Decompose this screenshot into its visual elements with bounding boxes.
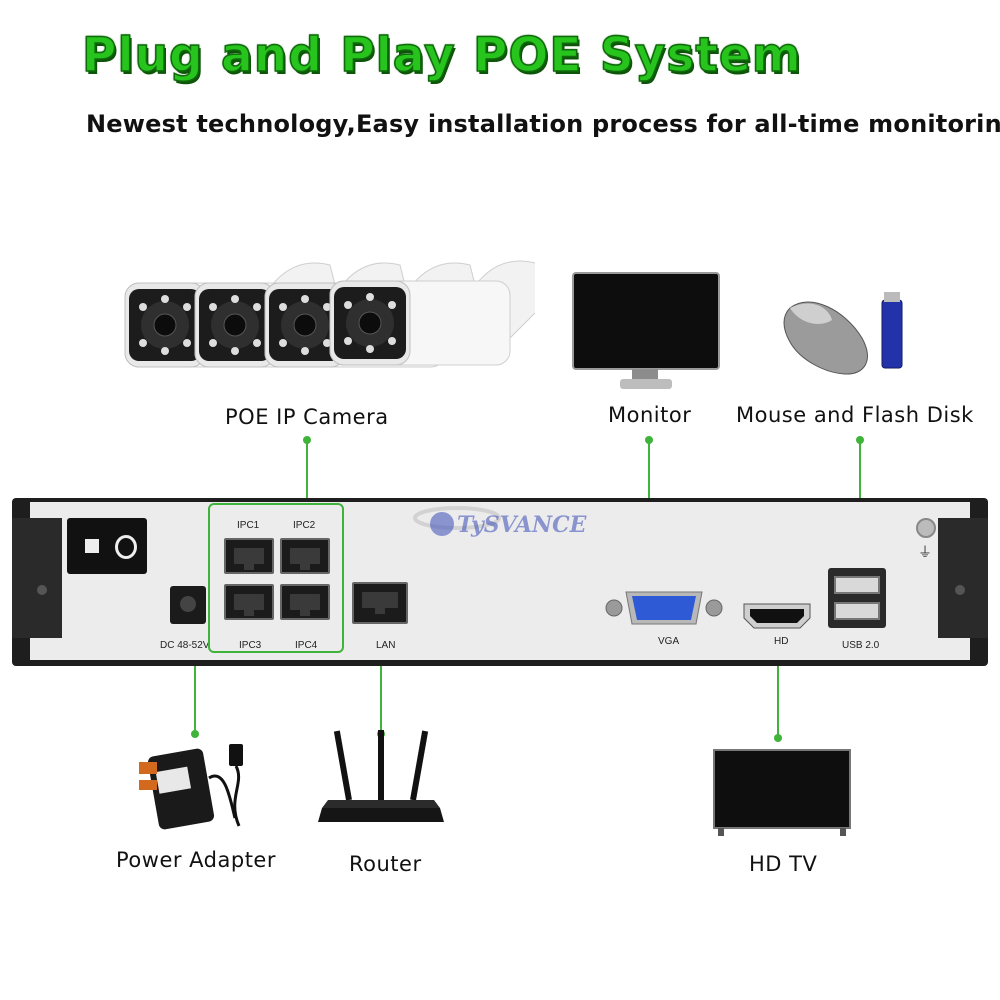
router-label: Router: [349, 852, 422, 876]
power-adapter-label: Power Adapter: [116, 848, 276, 872]
power-connector-dot: [191, 730, 199, 738]
dc-port-label: DC 48-52V: [160, 640, 210, 651]
hdtv-connector-dot: [774, 734, 782, 742]
mouse-disk-connector-line: [859, 440, 861, 500]
monitor-label: Monitor: [608, 403, 692, 427]
hdtv-label: HD TV: [749, 852, 818, 876]
page-subtitle: Newest technology,Easy installation proc…: [86, 110, 1000, 138]
camera-label: POE IP Camera: [225, 405, 389, 429]
poe-ip-cameras-image: [124, 260, 535, 368]
ground-icon: ⏚: [918, 545, 932, 561]
poe-ports-highlight: [208, 503, 344, 653]
power-adapter-icon: [139, 744, 243, 830]
mouse-disk-connector-dot: [856, 436, 864, 444]
ipc1-label: IPC1: [237, 520, 260, 531]
hdtv-connector-line: [777, 666, 779, 738]
lan-port-label: LAN: [376, 640, 396, 651]
ipc3-label: IPC3: [239, 640, 262, 651]
power-connector-line: [194, 666, 196, 734]
page-title: Plug and Play POE System: [81, 27, 802, 84]
brand-watermark-text: TySVANCE: [457, 512, 588, 538]
switch-on-mark: [85, 539, 99, 553]
vga-port-label: VGA: [658, 636, 680, 647]
switch-off-mark: [115, 535, 137, 559]
brand-watermark-logo: TySVANCE: [413, 506, 588, 538]
power-switch[interactable]: [67, 518, 147, 574]
monitor-connector-line: [648, 440, 650, 500]
vga-port[interactable]: [604, 586, 724, 630]
camera-connector-line: [306, 440, 308, 500]
ipc4-port[interactable]: [280, 584, 330, 620]
monitor-connector-dot: [645, 436, 653, 444]
monitor-icon: [572, 272, 720, 389]
mouse-disk-label: Mouse and Flash Disk: [736, 403, 974, 427]
ipc4-label: IPC4: [295, 640, 318, 651]
camera-connector-dot: [303, 436, 311, 444]
hdmi-port[interactable]: [742, 602, 812, 630]
ground-screw: [916, 518, 936, 538]
hd-port-label: HD: [774, 636, 789, 647]
router-icon: [318, 730, 444, 822]
ipc2-label: IPC2: [293, 520, 316, 531]
hdtv-icon: [713, 749, 851, 836]
router-connector-line: [380, 666, 382, 734]
ipc1-port[interactable]: [224, 538, 274, 574]
ipc3-port[interactable]: [224, 584, 274, 620]
mouse-and-flash-disk-icon: [783, 292, 903, 375]
usb-port-label: USB 2.0: [842, 640, 880, 651]
ipc2-port[interactable]: [280, 538, 330, 574]
nvr-rear-panel: DC 48-52V IPC1 IPC2 IPC3 IPC4 LAN TySVAN…: [12, 498, 988, 666]
usb-ports[interactable]: [828, 568, 886, 628]
dc-power-jack[interactable]: [170, 586, 206, 624]
lan-port[interactable]: [352, 582, 408, 624]
